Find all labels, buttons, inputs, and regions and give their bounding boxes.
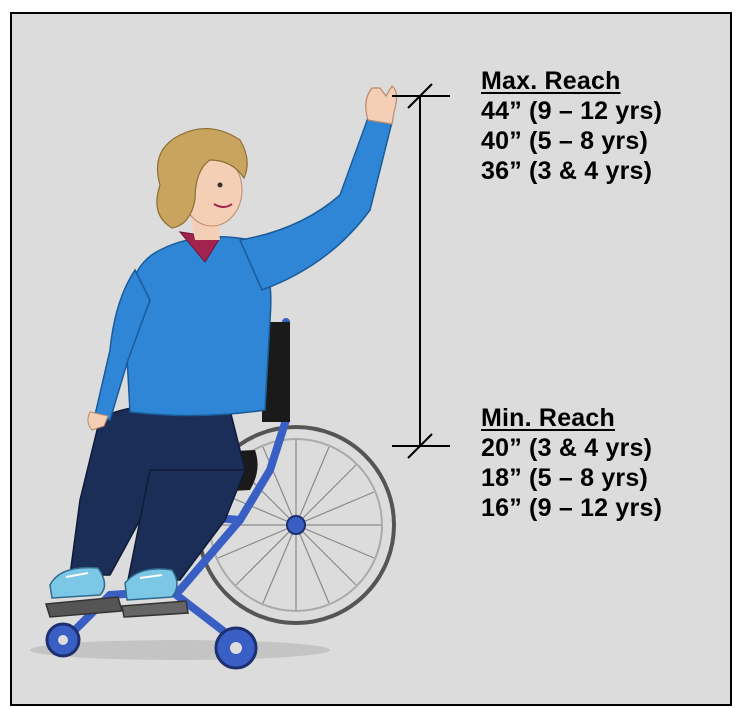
max-reach-line-3: 36” (3 & 4 yrs) bbox=[481, 156, 662, 186]
max-reach-heading: Max. Reach bbox=[481, 66, 662, 96]
pants bbox=[70, 404, 245, 580]
shirt bbox=[125, 237, 271, 416]
max-reach-label-group: Max. Reach 44” (9 – 12 yrs) 40” (5 – 8 y… bbox=[481, 66, 662, 186]
max-reach-line-1: 44” (9 – 12 yrs) bbox=[481, 96, 662, 126]
footplate-icon bbox=[46, 597, 188, 617]
max-reach-line-2: 40” (5 – 8 yrs) bbox=[481, 126, 662, 156]
min-reach-label-group: Min. Reach 20” (3 & 4 yrs) 18” (5 – 8 yr… bbox=[481, 403, 662, 523]
min-reach-line-2: 18” (5 – 8 yrs) bbox=[481, 463, 662, 493]
min-reach-heading: Min. Reach bbox=[481, 403, 662, 433]
right-arm bbox=[240, 118, 392, 290]
raised-hand-icon bbox=[366, 86, 397, 124]
min-reach-line-3: 16” (9 – 12 yrs) bbox=[481, 493, 662, 523]
reach-dimension-line bbox=[392, 84, 450, 458]
min-reach-line-1: 20” (3 & 4 yrs) bbox=[481, 433, 662, 463]
